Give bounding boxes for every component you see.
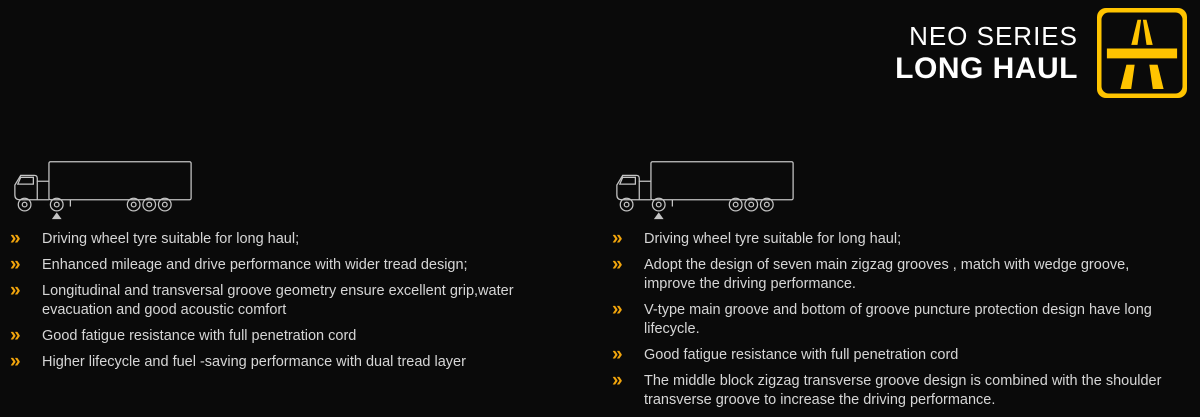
list-item: » Good fatigue resistance with full pene… <box>612 344 1172 365</box>
double-chevron-icon: » <box>612 254 623 275</box>
series-name: NEO SERIES <box>909 21 1078 51</box>
right-column: » Driving wheel tyre suitable for long h… <box>612 158 1172 417</box>
double-chevron-icon: » <box>612 299 623 320</box>
double-chevron-icon: » <box>10 325 21 346</box>
list-item: » Longitudinal and transversal groove ge… <box>10 280 562 320</box>
list-item: » Higher lifecycle and fuel -saving perf… <box>10 351 562 372</box>
left-column: » Driving wheel tyre suitable for long h… <box>10 158 562 379</box>
double-chevron-icon: » <box>612 344 623 365</box>
list-item: » Driving wheel tyre suitable for long h… <box>612 228 1172 249</box>
feature-list-right: » Driving wheel tyre suitable for long h… <box>612 228 1172 410</box>
bullet-text: Good fatigue resistance with full penetr… <box>42 328 357 344</box>
double-chevron-icon: » <box>10 351 21 372</box>
list-item: » Good fatigue resistance with full pene… <box>10 325 562 346</box>
bullet-text: Driving wheel tyre suitable for long hau… <box>42 231 300 247</box>
list-item: » Enhanced mileage and drive performance… <box>10 254 562 275</box>
motorway-icon <box>1097 8 1187 98</box>
page-title: LONG HAUL <box>895 52 1078 85</box>
double-chevron-icon: » <box>10 254 21 275</box>
bullet-text: Driving wheel tyre suitable for long hau… <box>644 231 902 247</box>
truck-outline-icon <box>14 161 192 220</box>
list-item: » V-type main groove and bottom of groov… <box>612 299 1172 339</box>
double-chevron-icon: » <box>10 280 21 301</box>
bullet-text: Longitudinal and transversal groove geom… <box>42 283 514 318</box>
bullet-text: V-type main groove and bottom of groove … <box>644 302 1152 337</box>
drive-wheel-arrow-icon <box>51 212 62 220</box>
header-text: NEO SERIES LONG HAUL <box>895 20 1078 86</box>
bullet-text: Good fatigue resistance with full penetr… <box>644 347 959 363</box>
double-chevron-icon: » <box>612 228 623 249</box>
bullet-text: Enhanced mileage and drive performance w… <box>42 257 468 273</box>
double-chevron-icon: » <box>612 370 623 391</box>
bullet-text: Adopt the design of seven main zigzag gr… <box>644 257 1130 292</box>
header: NEO SERIES LONG HAUL <box>895 8 1188 98</box>
bullet-text: The middle block zigzag transverse groov… <box>644 373 1162 408</box>
drive-wheel-arrow-icon <box>653 212 664 220</box>
list-item: » The middle block zigzag transverse gro… <box>612 370 1172 410</box>
list-item: » Driving wheel tyre suitable for long h… <box>10 228 562 249</box>
truck-outline-icon <box>616 161 794 220</box>
list-item: » Adopt the design of seven main zigzag … <box>612 254 1172 294</box>
feature-list-left: » Driving wheel tyre suitable for long h… <box>10 228 562 372</box>
double-chevron-icon: » <box>10 228 21 249</box>
bullet-text: Higher lifecycle and fuel -saving perfor… <box>42 354 466 370</box>
